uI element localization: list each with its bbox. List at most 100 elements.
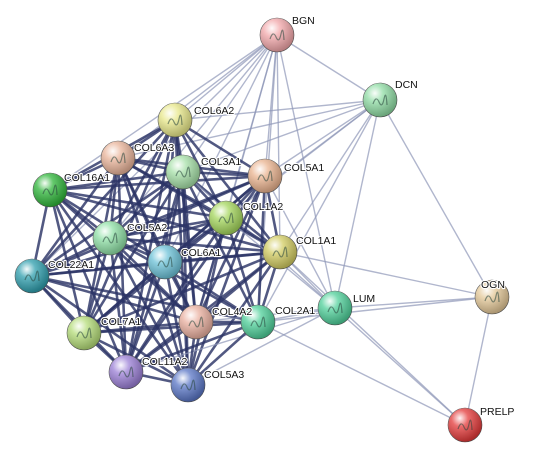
node-highlight	[101, 141, 135, 175]
node-label-col5a1: COL5A1	[284, 162, 324, 174]
edge-col16a1-col5a1	[49, 174, 266, 192]
node-highlight	[166, 155, 200, 189]
node-label-col22a1: COL22A1	[48, 259, 94, 271]
edge-col16a1-col5a3	[48, 189, 190, 386]
node-highlight	[148, 245, 182, 279]
protein-structure-icon	[257, 170, 273, 182]
edge-col22a1-col4a2	[31, 274, 197, 324]
node-bgn[interactable]	[259, 17, 295, 53]
node-highlight	[158, 103, 192, 137]
node-highlight	[209, 201, 243, 235]
node-col6a3[interactable]	[100, 140, 136, 176]
protein-structure-icon	[76, 327, 92, 339]
edge-col6a2-col5a1	[174, 118, 266, 178]
node-prelp[interactable]	[447, 407, 483, 443]
node-ogn[interactable]	[474, 279, 510, 315]
edge-dcn-col2a1	[257, 99, 381, 323]
node-label-ogn: OGN	[481, 279, 505, 291]
protein-structure-icon	[102, 232, 118, 244]
edge-col2a1-col7a1	[83, 320, 259, 335]
protein-structure-icon	[180, 379, 196, 391]
node-col6a1[interactable]	[147, 244, 183, 280]
node-col5a2[interactable]	[92, 220, 128, 256]
node-highlight	[363, 83, 397, 117]
edge-bgn-col1a1	[276, 34, 281, 253]
node-highlight	[171, 368, 205, 402]
node-dcn[interactable]	[362, 82, 398, 118]
node-col6a2[interactable]	[157, 102, 193, 138]
edge-dcn-col1a1	[279, 99, 381, 253]
protein-structure-icon	[372, 94, 388, 106]
node-label-col4a2: COL4A2	[212, 306, 252, 318]
edge-col5a2-col11a2	[108, 237, 128, 373]
protein-structure-icon	[188, 316, 204, 328]
node-label-col6a1: COL6A1	[181, 247, 221, 259]
node-label-bgn: BGN	[292, 15, 315, 27]
node-label-col11a2: COL11A2	[142, 356, 187, 368]
edge-ogn-col2a1	[257, 296, 493, 323]
edge-bgn-dcn	[276, 34, 381, 101]
node-highlight	[67, 316, 101, 350]
edge-lum-ogn	[334, 296, 493, 309]
edge-col6a1-col11a2	[124, 261, 167, 373]
edge-bgn-lum	[276, 34, 336, 309]
protein-structure-icon	[250, 316, 266, 328]
edge-col16a1-col1a2	[49, 188, 227, 220]
edge-col5a2-col2a1	[109, 236, 259, 324]
edge-col16a1-col11a2	[48, 189, 128, 373]
node-col5a1[interactable]	[247, 158, 283, 194]
edge-lum-col5a3	[187, 307, 336, 386]
nodes-layer	[14, 17, 510, 443]
node-col11a2[interactable]	[108, 354, 144, 390]
protein-structure-icon	[118, 366, 134, 378]
edge-dcn-col6a2	[174, 99, 381, 121]
node-label-col5a3: COL5A3	[204, 369, 244, 381]
node-highlight	[248, 159, 282, 193]
node-highlight	[241, 305, 275, 339]
node-col16a1[interactable]	[32, 172, 68, 208]
node-lum[interactable]	[317, 290, 353, 326]
node-col7a1[interactable]	[66, 315, 102, 351]
node-label-col5a2: COL5A2	[127, 222, 167, 234]
node-highlight	[15, 259, 49, 293]
protein-structure-icon	[175, 166, 191, 178]
node-col1a2[interactable]	[208, 200, 244, 236]
node-label-col6a3: COL6A3	[134, 142, 174, 154]
node-col3a1[interactable]	[165, 154, 201, 190]
edge-bgn-col3a1	[182, 34, 278, 173]
edges-layer	[30, 34, 493, 426]
edge-col5a2-col4a2	[109, 237, 197, 323]
protein-structure-icon	[218, 212, 234, 224]
node-highlight	[448, 408, 482, 442]
edge-col5a2-col5a3	[108, 237, 190, 386]
protein-structure-icon	[167, 114, 183, 126]
node-col4a2[interactable]	[178, 304, 214, 340]
node-highlight	[109, 355, 143, 389]
node-highlight	[93, 221, 127, 255]
node-label-prelp: PRELP	[480, 406, 514, 418]
edge-dcn-col3a1	[182, 99, 381, 173]
edge-col2a1-prelp	[257, 321, 466, 426]
node-col5a3[interactable]	[170, 367, 206, 403]
node-highlight	[475, 280, 509, 314]
labels-layer: BGNDCNCOL6A2COL6A3COL3A1COL16A1COL5A1COL…	[47, 14, 516, 419]
edge-col6a2-col7a1	[82, 119, 177, 334]
node-label-col6a2: COL6A2	[194, 105, 234, 117]
node-label-col3a1: COL3A1	[201, 156, 241, 168]
edge-lum-col11a2	[125, 307, 336, 373]
edge-col5a1-col11a2	[124, 175, 267, 373]
edge-ogn-prelp	[464, 296, 493, 426]
node-label-col1a2: COL1A2	[243, 201, 283, 213]
node-col2a1[interactable]	[240, 304, 276, 340]
edge-col6a1-col2a1	[164, 260, 259, 324]
edge-col5a1-lum	[264, 175, 336, 309]
node-col22a1[interactable]	[14, 258, 50, 294]
edge-lum-prelp	[334, 307, 466, 426]
node-label-col2a1: COL2A1	[275, 305, 315, 317]
edge-dcn-col5a1	[264, 99, 381, 177]
node-col1a1[interactable]	[262, 234, 298, 270]
protein-structure-icon	[42, 184, 58, 196]
edge-col6a3-col11a2	[116, 157, 128, 373]
node-label-lum: LUM	[353, 293, 375, 305]
